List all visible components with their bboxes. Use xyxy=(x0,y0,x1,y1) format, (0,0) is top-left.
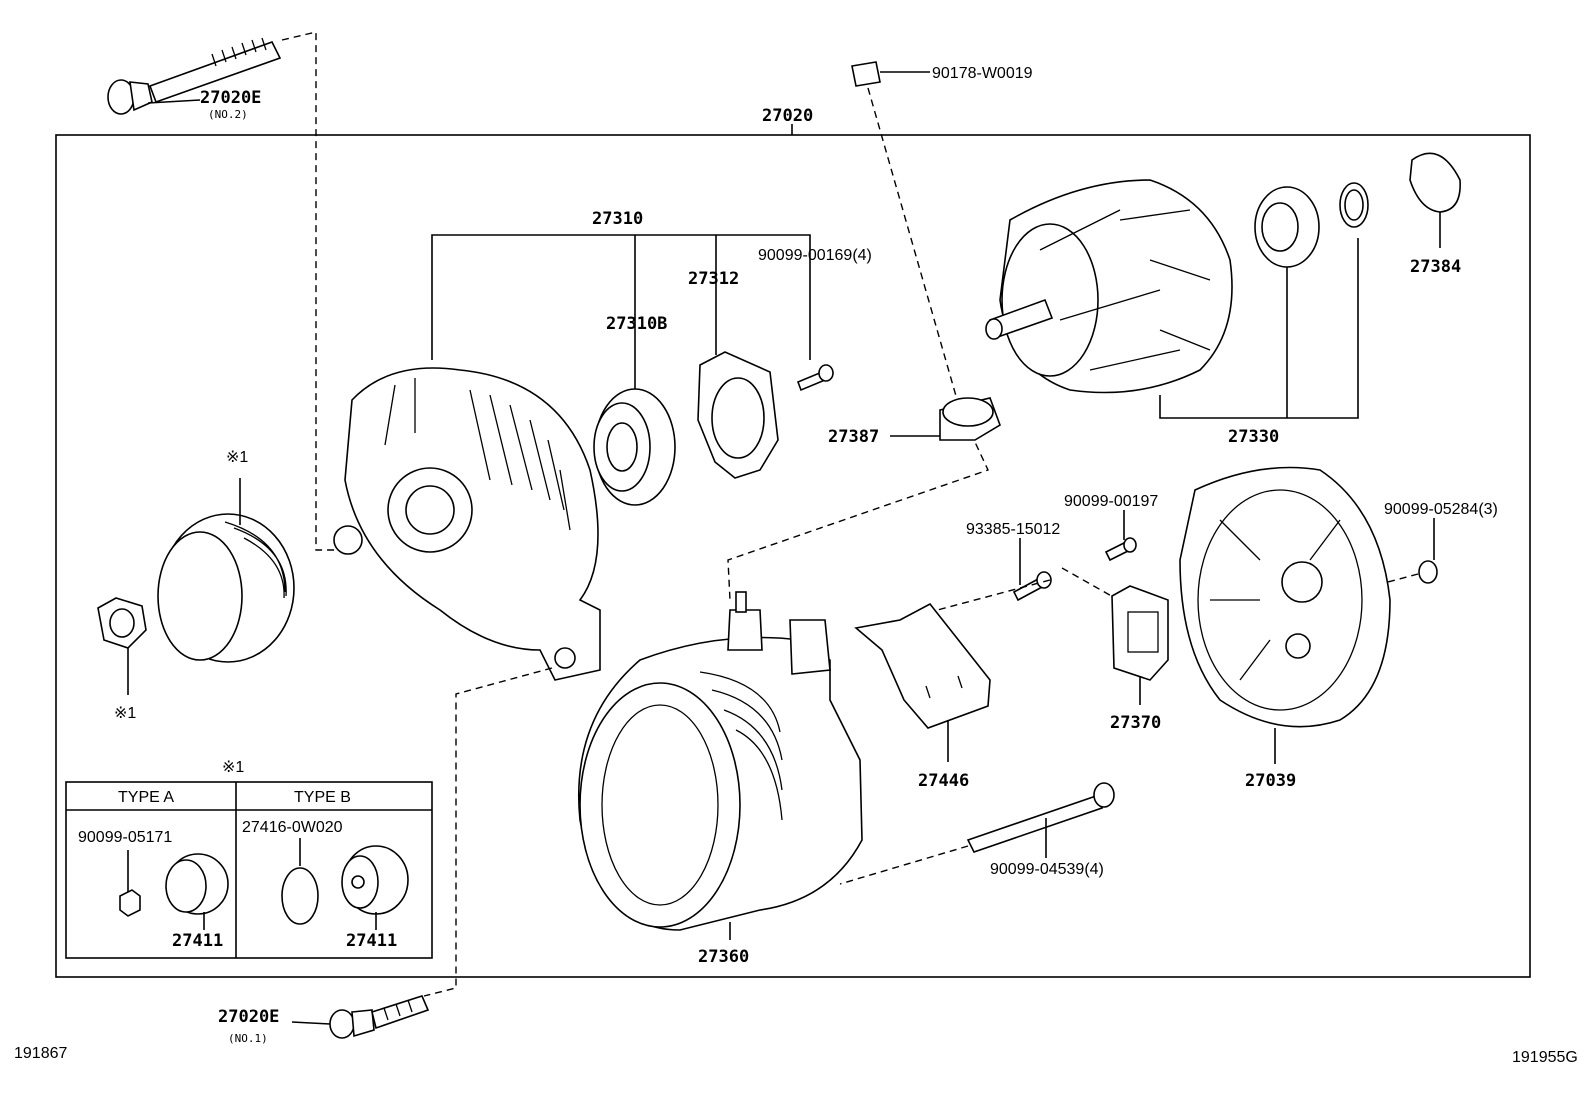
type-a-nut-icon xyxy=(119,889,141,917)
bracket-27330 xyxy=(1159,238,1359,419)
screw-90099-00197-icon xyxy=(1104,537,1137,562)
label-27020[interactable]: 27020 xyxy=(762,106,813,126)
footer-left-code: 191867 xyxy=(14,1045,67,1062)
label-90099-00169[interactable]: 90099-00169(4) xyxy=(758,247,872,264)
label-27360[interactable]: 27360 xyxy=(698,947,749,967)
rotor-icon xyxy=(985,179,1233,394)
stator-housing-icon xyxy=(577,591,863,931)
pulley-icon xyxy=(157,513,295,663)
label-27387[interactable]: 27387 xyxy=(828,427,879,447)
label-90099-05284[interactable]: 90099-05284(3) xyxy=(1384,501,1498,518)
bolt-top-icon xyxy=(107,37,282,115)
label-27020e-no2-sub: (NO.2) xyxy=(208,108,248,121)
nut-90099-05284-icon xyxy=(1418,560,1438,584)
bolt-bottom-icon xyxy=(329,995,430,1039)
footer-right-code: 191955G xyxy=(1512,1049,1578,1066)
plug-90178-icon xyxy=(851,61,881,87)
label-type-a-27411[interactable]: 27411 xyxy=(172,931,223,951)
bearing-icon xyxy=(593,388,676,506)
label-27416-0w020[interactable]: 27416-0W020 xyxy=(242,819,343,836)
label-27446[interactable]: 27446 xyxy=(918,771,969,791)
insulator-27387-icon xyxy=(939,397,1001,441)
through-bolt-icon xyxy=(966,782,1115,853)
cover-plate-icon xyxy=(854,602,991,729)
type-box xyxy=(65,781,433,959)
label-90099-05171[interactable]: 90099-05171 xyxy=(78,829,172,846)
label-27020e-no1[interactable]: 27020E xyxy=(218,1007,279,1027)
label-93385-15012[interactable]: 93385-15012 xyxy=(966,521,1060,538)
label-27330[interactable]: 27330 xyxy=(1228,427,1279,447)
label-27020e-no1-sub: (NO.1) xyxy=(228,1032,268,1045)
drive-end-frame-icon xyxy=(333,367,601,681)
dash-90099-05284 xyxy=(1387,573,1419,583)
ring-icon xyxy=(1339,182,1369,228)
label-27039[interactable]: 27039 xyxy=(1245,771,1296,791)
rear-cover-icon xyxy=(1179,466,1391,728)
label-27020e-no2[interactable]: 27020E xyxy=(200,88,261,108)
dash-90178 xyxy=(727,87,989,601)
type-a-pulley-icon xyxy=(165,853,229,915)
label-type-b-27411[interactable]: 27411 xyxy=(346,931,397,951)
dash-90099-04539 xyxy=(839,845,969,885)
leader-bolt-bottom xyxy=(291,1021,331,1025)
label-90178-w0019[interactable]: 90178-W0019 xyxy=(932,65,1033,82)
label-27310[interactable]: 27310 xyxy=(592,209,643,229)
label-27384[interactable]: 27384 xyxy=(1410,257,1461,277)
brush-holder-icon xyxy=(1111,585,1169,681)
assembly-frame xyxy=(55,134,1531,978)
screw-90099-00169-icon xyxy=(796,364,834,392)
type-a-header: TYPE A xyxy=(118,789,174,806)
type-box-mark: ※1 xyxy=(222,759,244,776)
retainer-plate-icon xyxy=(697,351,779,479)
screw-93385-15012-icon xyxy=(1012,571,1052,602)
label-90099-04539[interactable]: 90099-04539(4) xyxy=(990,861,1104,878)
rear-bearing-icon xyxy=(1254,186,1320,268)
dash-bolt-top xyxy=(281,31,340,551)
cover-27384-icon xyxy=(1409,152,1461,213)
label-27310b[interactable]: 27310B xyxy=(606,314,667,334)
label-pulley-mark: ※1 xyxy=(226,449,248,466)
nut-icon xyxy=(97,597,147,649)
label-27312[interactable]: 27312 xyxy=(688,269,739,289)
bracket-27310 xyxy=(431,234,811,360)
type-b-pulley-icon xyxy=(341,845,409,915)
label-90099-00197[interactable]: 90099-00197 xyxy=(1064,493,1158,510)
dash-bolt-bottom xyxy=(423,667,553,997)
label-nut-mark: ※1 xyxy=(114,705,136,722)
label-27370[interactable]: 27370 xyxy=(1110,713,1161,733)
dash-93385 xyxy=(899,579,1051,621)
dash-90099-00197 xyxy=(1061,567,1116,599)
leader-bolt-top xyxy=(147,99,201,104)
type-b-ring-icon xyxy=(281,867,319,925)
type-b-header: TYPE B xyxy=(294,789,351,806)
